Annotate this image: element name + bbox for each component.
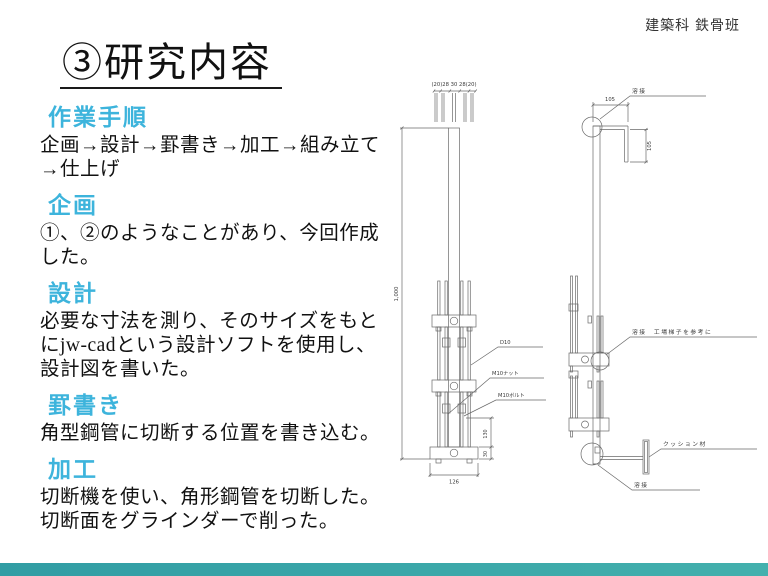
side-view-right-dimension: 105 [630, 127, 653, 164]
heading-marking: 罫書き [48, 391, 123, 418]
side-view-weld-bottom-callout: 溶接 [597, 464, 700, 491]
side-view-drawing: 105 105 溶接 [568, 87, 757, 491]
m10-bolt-label: M10ボルト [498, 391, 525, 399]
d10-label: D10 [500, 340, 511, 346]
side-view-weld-top-callout: 溶接 [599, 87, 706, 120]
front-view-height-dimension: 1,000 [394, 126, 449, 461]
dim-105-top-label: 105 [605, 97, 615, 103]
front-view-top-dimension: (20)28 30 28(20) [432, 82, 478, 122]
weld-mid-label: 溶接 工場梯子を参考に [632, 328, 712, 336]
dim-105-right-label: 105 [647, 141, 653, 151]
body-design: 必要な寸法を測り、そのサイズをもと にjw-cadという設計ソフトを使用し、 設… [40, 311, 379, 380]
front-top-dim-label: (20)28 30 28(20) [432, 82, 477, 88]
cushion-pad [642, 439, 650, 475]
front-view-rods [437, 280, 471, 448]
footer-bar [0, 563, 768, 576]
body-processing: 切断機を使い、角形鋼管を切断した。 切断面をグラインダーで削った。 [40, 487, 381, 533]
weld-top-label: 溶接 [632, 87, 647, 95]
heading-design: 設計 [48, 280, 98, 306]
side-view-assemblies [568, 275, 610, 438]
side-view-weld-mid-callout: 溶接 工場梯子を参考に [590, 328, 757, 371]
side-view-top-hook [581, 116, 629, 163]
front-view-drawing: (20)28 30 28(20) 1,000 [394, 82, 546, 486]
content-column: 作業手順 企画→設計→罫書き→加工→組み立て →仕上げ 企画 ①、②のようなこと… [40, 104, 398, 544]
dim-30-label: 30 [483, 451, 489, 457]
course-label: 建築科 鉄骨班 [645, 17, 740, 33]
front-view-callouts: D10 M10ナット M10ボルト [447, 340, 546, 417]
front-height-dim-label: 1,000 [394, 287, 400, 302]
weld-bottom-label: 溶接 [634, 481, 649, 489]
front-view-column [448, 127, 460, 448]
body-planning: ①、②のようなことがあり、今回作成 した。 [40, 223, 380, 269]
heading-processing: 加工 [48, 456, 98, 482]
front-view-right-dimensions: 130 30 [466, 416, 494, 461]
weld-circle-top [581, 116, 603, 138]
dim-126-label: 126 [449, 480, 459, 486]
side-view-cushion-callout: クッション材 [648, 440, 757, 458]
cushion-label: クッション材 [663, 440, 707, 448]
dim-130-label: 130 [483, 429, 489, 438]
weld-circle-mid [590, 351, 610, 371]
heading-work-procedure: 作業手順 [48, 104, 148, 130]
body-work-procedure: 企画→設計→罫書き→加工→組み立て →仕上げ [40, 135, 381, 181]
side-view-bottom-arm [580, 439, 650, 475]
front-view-plates [429, 314, 479, 464]
body-marking: 角型鋼管に切断する位置を書き込む。 [40, 423, 381, 445]
front-view-bottom-dimension: 126 [428, 463, 480, 486]
side-view-top-dimension: 105 [591, 97, 630, 122]
heading-planning: 企画 [48, 192, 98, 218]
m10-nut-label: M10ナット [492, 370, 519, 377]
page-title: ③研究内容 [60, 42, 282, 89]
weld-circle-bottom [580, 442, 604, 466]
